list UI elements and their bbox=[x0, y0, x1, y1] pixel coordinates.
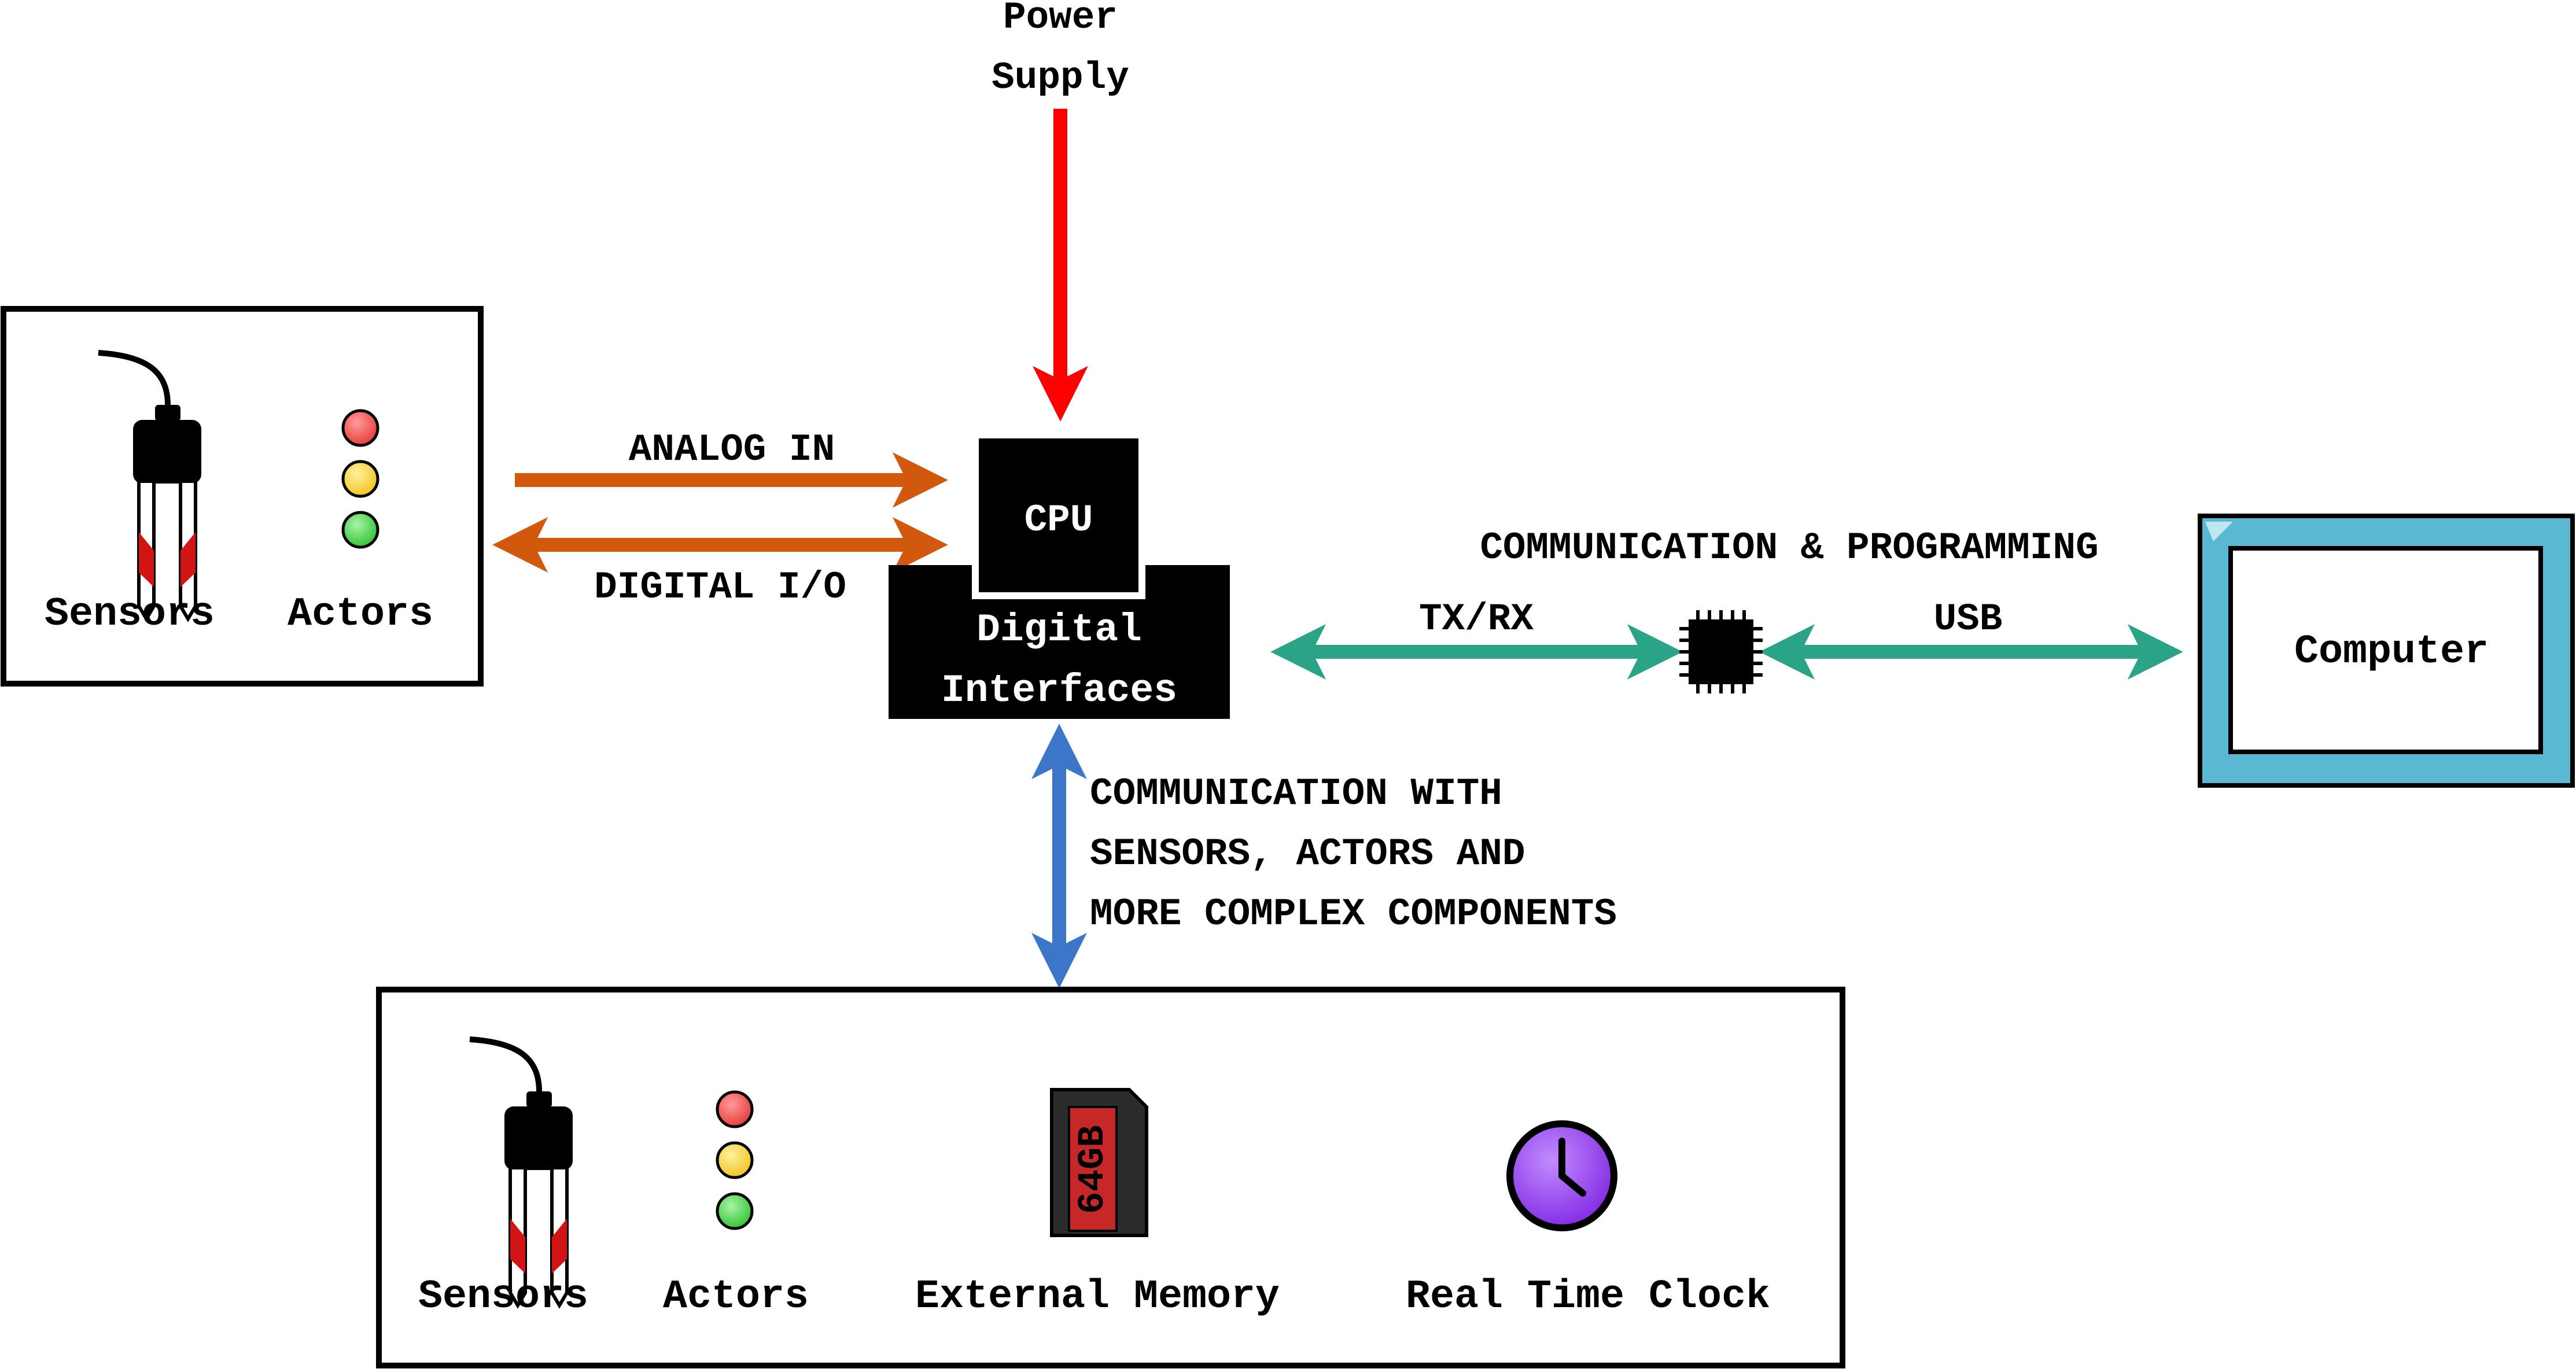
power-supply-label-line2: Supply bbox=[992, 56, 1129, 99]
microcontroller-block: CPU Digital Interfaces bbox=[889, 431, 1230, 719]
digital-interfaces-label-line2: Interfaces bbox=[941, 669, 1177, 713]
usb-label: USB bbox=[1934, 597, 2003, 641]
computer-monitor: Computer bbox=[2198, 514, 2575, 788]
cpu-label: CPU bbox=[1024, 499, 1093, 542]
clock-icon bbox=[1506, 1120, 1617, 1231]
bottom-actors-label: Actors bbox=[663, 1274, 809, 1320]
left-actors-label: Actors bbox=[288, 592, 433, 637]
bottom-sensors-label: Sensors bbox=[418, 1274, 588, 1320]
traffic-light-icon bbox=[343, 411, 378, 547]
peripheral-bus-label-line1: COMMUNICATION WITH bbox=[1090, 772, 1502, 816]
real-time-clock-label: Real Time Clock bbox=[1406, 1274, 1770, 1320]
analog-in-label: ANALOG IN bbox=[629, 428, 835, 471]
sd-card-capacity: 64GB bbox=[1073, 1125, 1114, 1214]
peripheral-bus-label-line2: SENSORS, ACTORS AND bbox=[1090, 832, 1525, 876]
peripheral-bus-label-line3: MORE COMPLEX COMPONENTS bbox=[1090, 892, 1617, 936]
left-sensors-label: Sensors bbox=[45, 592, 215, 637]
left-io-panel: Sensors Actors bbox=[1, 306, 484, 687]
digital-io-label: DIGITAL I/O bbox=[594, 566, 846, 609]
comm-programming-label: COMMUNICATION & PROGRAMMING bbox=[1480, 526, 2098, 570]
computer-label: Computer bbox=[2294, 629, 2489, 675]
external-memory-label: External Memory bbox=[915, 1274, 1280, 1320]
sd-card-icon: 64GB bbox=[1050, 1088, 1148, 1237]
txrx-label: TX/RX bbox=[1419, 597, 1534, 641]
bottom-traffic-light-icon bbox=[717, 1092, 752, 1228]
digital-interfaces-label-line1: Digital bbox=[976, 608, 1142, 652]
peripherals-panel: 64GB Sensors Actors External Memory Real… bbox=[376, 987, 1845, 1368]
microchip-icon bbox=[1679, 610, 1763, 693]
cpu-box bbox=[972, 431, 1145, 599]
power-supply-label-line1: Power bbox=[1003, 0, 1118, 39]
